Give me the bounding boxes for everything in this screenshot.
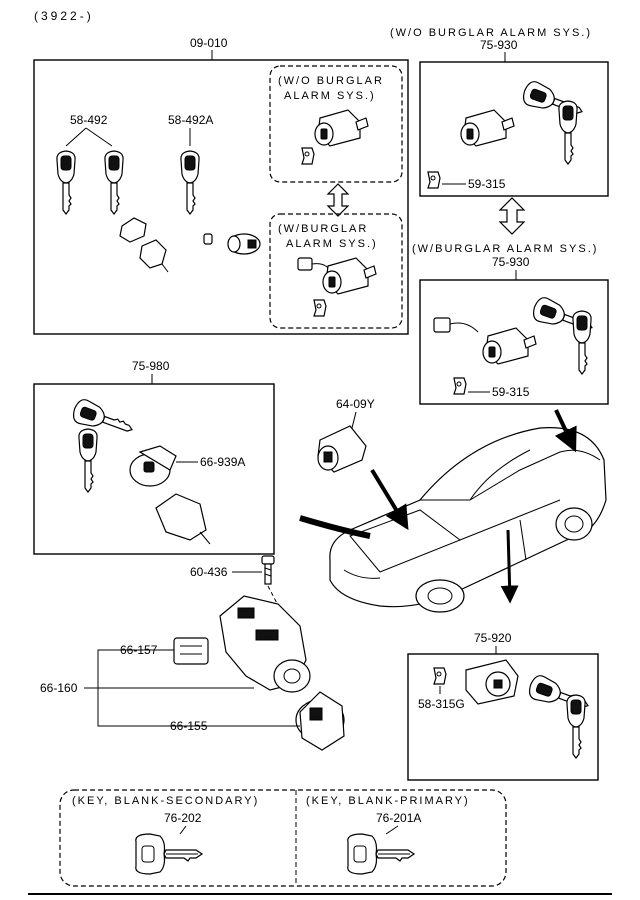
clip-wo-alarm xyxy=(301,147,315,165)
arrow-to-trunk xyxy=(370,468,409,531)
wo-alarm-top-caption: (W/O BURGLAR ALARM SYS.) xyxy=(390,27,592,39)
label-75-930-wo: 75-930 xyxy=(480,38,518,52)
box-w-alarm-inner xyxy=(269,213,403,329)
lock-parts-group xyxy=(119,217,261,273)
key-75-980-b xyxy=(78,428,98,493)
double-arrow-top xyxy=(498,197,526,235)
box-75-980 xyxy=(33,383,275,555)
double-arrow-inner xyxy=(326,183,350,217)
trunk-cylinder-64-09Y xyxy=(317,425,367,473)
w-alarm-inner-line1: (W/BURGLAR xyxy=(278,223,368,235)
label-58-315G: 58-315G xyxy=(418,697,465,711)
door-cylinder-w-alarm xyxy=(322,257,377,295)
arrow-to-door-cylinder xyxy=(554,409,577,453)
box-key-blanks xyxy=(59,789,507,887)
key-58-492-left xyxy=(56,150,76,215)
label-66-160: 66-160 xyxy=(40,681,78,695)
box-09-010 xyxy=(33,59,409,335)
label-75-980: 75-980 xyxy=(132,359,170,373)
wo-alarm-inner-line2: ALARM SYS.) xyxy=(284,90,376,102)
steering-lock-body xyxy=(155,493,207,541)
clip-58-315G xyxy=(433,667,447,685)
clip-59-315-b xyxy=(453,377,467,395)
label-66-939A: 66-939A xyxy=(200,455,245,469)
car-illustration xyxy=(299,427,607,613)
box-75-930-wo xyxy=(419,61,609,197)
arrow-to-door-lock xyxy=(500,529,519,604)
label-59-315-a: 59-315 xyxy=(468,177,506,191)
label-76-201A: 76-201A xyxy=(376,811,421,825)
label-58-492: 58-492 xyxy=(70,113,108,127)
steering-lock-66-160 xyxy=(219,595,311,693)
label-59-315-b: 59-315 xyxy=(492,385,530,399)
key-75-930-wo-b xyxy=(558,100,578,165)
key-75-920-b xyxy=(566,694,586,759)
connector-66-157 xyxy=(173,637,209,665)
key-primary-caption: (KEY, BLANK-PRIMARY) xyxy=(306,795,470,807)
box-75-930-w xyxy=(419,279,609,405)
label-75-930-w: 75-930 xyxy=(492,255,530,269)
box-wo-alarm-inner xyxy=(269,65,403,183)
door-cylinder-75-920 xyxy=(465,659,519,705)
clip-59-315-a xyxy=(427,171,441,189)
key-secondary-caption: (KEY, BLANK-SECONDARY) xyxy=(72,795,259,807)
label-09-010: 09-010 xyxy=(190,36,228,50)
clip-w-alarm xyxy=(313,299,327,317)
label-58-492A: 58-492A xyxy=(168,113,213,127)
wo-alarm-inner-line1: (W/O BURGLAR xyxy=(278,75,384,87)
door-cylinder-75-930-wo xyxy=(460,109,515,147)
box-75-920 xyxy=(407,653,599,781)
ignition-switch-66-155 xyxy=(295,691,345,751)
key-58-492A xyxy=(180,150,200,215)
w-alarm-inner-line2: ALARM SYS.) xyxy=(286,238,378,250)
door-cylinder-wo-alarm xyxy=(314,109,369,147)
w-alarm-top-caption: (W/BURGLAR ALARM SYS.) xyxy=(412,243,598,255)
key-blank-primary xyxy=(347,833,415,875)
key-blank-secondary xyxy=(135,833,203,875)
label-60-436: 60-436 xyxy=(190,565,228,579)
key-75-930-w-b xyxy=(572,310,592,375)
label-66-155: 66-155 xyxy=(170,719,208,733)
label-75-920: 75-920 xyxy=(474,631,512,645)
header-code: (3922-) xyxy=(34,9,94,23)
door-cylinder-75-930-w xyxy=(482,327,537,365)
key-58-492-right xyxy=(104,150,124,215)
label-64-09Y: 64-09Y xyxy=(336,397,375,411)
bolt-60-436 xyxy=(261,555,275,585)
label-66-157: 66-157 xyxy=(120,643,158,657)
ignition-housing-66-939A xyxy=(129,445,177,487)
label-76-202: 76-202 xyxy=(164,811,202,825)
